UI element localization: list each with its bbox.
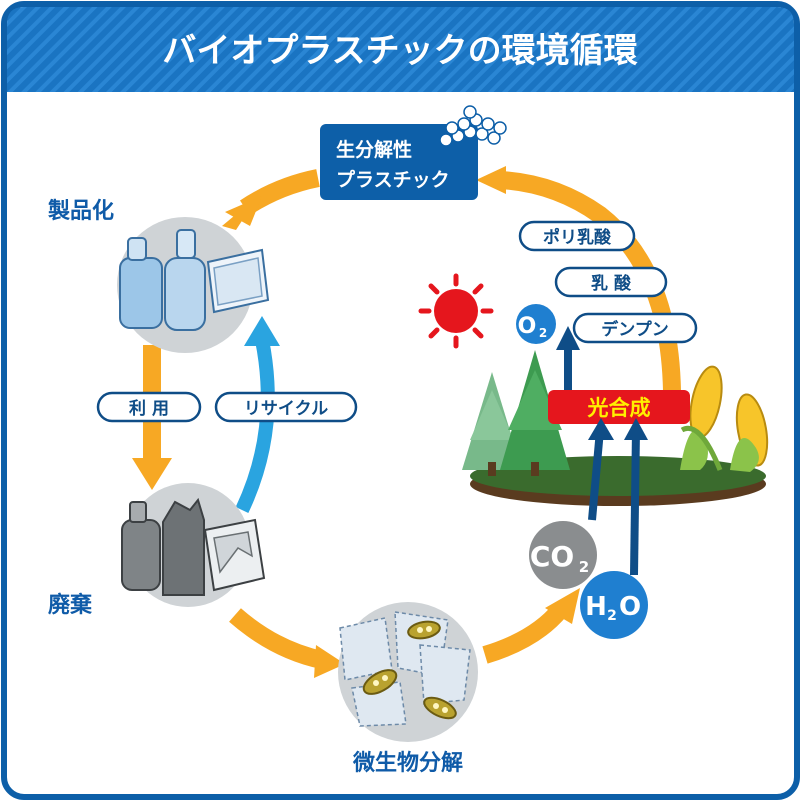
arrowhead-biodegrade	[314, 645, 345, 678]
tag-polylactic: ポリ乳酸	[518, 220, 636, 252]
svg-text:2: 2	[539, 326, 547, 340]
page-title: バイオプラスチックの環境循環	[162, 31, 637, 71]
waste-label: 廃棄	[48, 592, 93, 618]
co2-molecule: CO 2	[529, 521, 597, 589]
svg-text:2: 2	[579, 558, 589, 576]
svg-text:プラスチック: プラスチック	[336, 168, 450, 191]
arrowhead-use	[132, 458, 172, 490]
arrow-to-biodegrade	[229, 608, 324, 669]
bottle-icon	[119, 229, 270, 331]
o2-molecule: O 2	[516, 304, 556, 344]
microbe-icon	[362, 620, 457, 720]
tag-recycle: リサイクル	[214, 391, 358, 423]
biodegradable-plastic-box: 生分解性 プラスチック	[320, 124, 478, 200]
arrow-h2o-up	[630, 429, 640, 576]
svg-text:光合成: 光合成	[587, 396, 651, 420]
broken-bottle-icon	[121, 497, 266, 596]
svg-text:生分解性: 生分解性	[336, 138, 412, 161]
svg-text:H: H	[585, 592, 607, 622]
arrowhead-bioplastic	[476, 166, 506, 194]
svg-text:乳 酸: 乳 酸	[591, 273, 632, 294]
sun-icon	[418, 273, 494, 349]
recycle-arrowhead	[244, 316, 280, 346]
pellets-icon	[439, 105, 507, 147]
recycle-arrow	[235, 338, 275, 514]
arrowhead-product-2	[225, 196, 262, 226]
arrow-co2-up	[588, 429, 604, 521]
corn-icon	[680, 365, 769, 472]
tag-lactic: 乳 酸	[554, 266, 668, 298]
product-label: 製品化	[47, 198, 114, 224]
svg-text:利 用: 利 用	[129, 398, 169, 419]
svg-text:CO: CO	[530, 540, 574, 573]
tree-icon	[462, 350, 570, 476]
biodegrade-label: 微生物分解	[352, 750, 463, 776]
svg-text:リサイクル: リサイクル	[244, 399, 328, 419]
svg-text:デンプン: デンプン	[601, 319, 669, 340]
title-band	[7, 7, 794, 92]
svg-text:O: O	[518, 314, 537, 339]
svg-text:O: O	[619, 592, 641, 622]
tag-use: 利 用	[96, 391, 202, 423]
svg-text:ポリ乳酸: ポリ乳酸	[543, 227, 612, 248]
arrowhead-co2	[545, 588, 580, 624]
arrow-to-co2	[482, 604, 567, 664]
tag-starch: デンプン	[572, 312, 698, 344]
svg-text:2: 2	[607, 608, 617, 624]
photosynthesis-box: 光合成	[548, 390, 690, 424]
h2o-molecule: H 2 O	[580, 571, 648, 639]
